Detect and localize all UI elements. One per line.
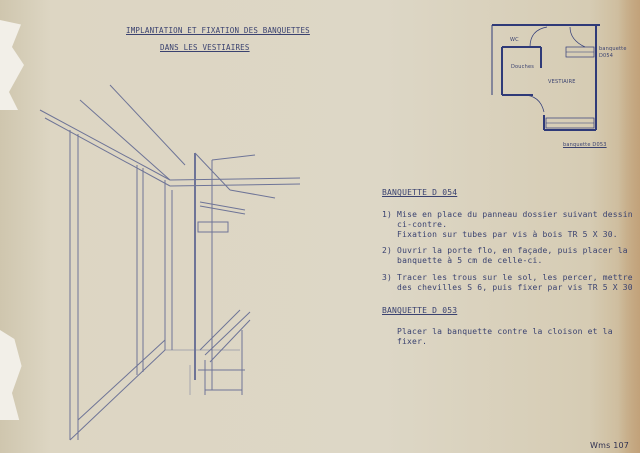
heading-d054: BANQUETTE D 054 — [382, 188, 458, 197]
room-perspective — [39, 84, 301, 441]
reference-number: Wms 107 — [590, 441, 630, 450]
d053-text: Placer la banquette contre la cloison et… — [397, 327, 613, 346]
floor-plan — [491, 24, 600, 131]
title-line-2: DANS LES VESTIAIRES — [160, 43, 250, 52]
step-3: 3) Tracer les trous sur le sol, les perc… — [382, 273, 633, 292]
plan-label-d053: banquette D053 — [563, 142, 607, 148]
plan-label-vestiaire: VESTIAIRE — [548, 79, 576, 85]
heading-d053: BANQUETTE D 053 — [382, 306, 458, 315]
plan-label-d054: banquette D054 — [599, 46, 627, 59]
plan-label-wc: WC — [510, 37, 519, 43]
title-line-1: IMPLANTATION ET FIXATION DES BANQUETTES — [126, 26, 310, 35]
step-1: 1) Mise en place du panneau dossier suiv… — [382, 210, 633, 239]
plan-label-douches: Douches — [511, 64, 535, 70]
paper-edge — [618, 0, 640, 453]
step-2: 2) Ouvrir la porte flo, en façade, puis … — [382, 246, 628, 265]
